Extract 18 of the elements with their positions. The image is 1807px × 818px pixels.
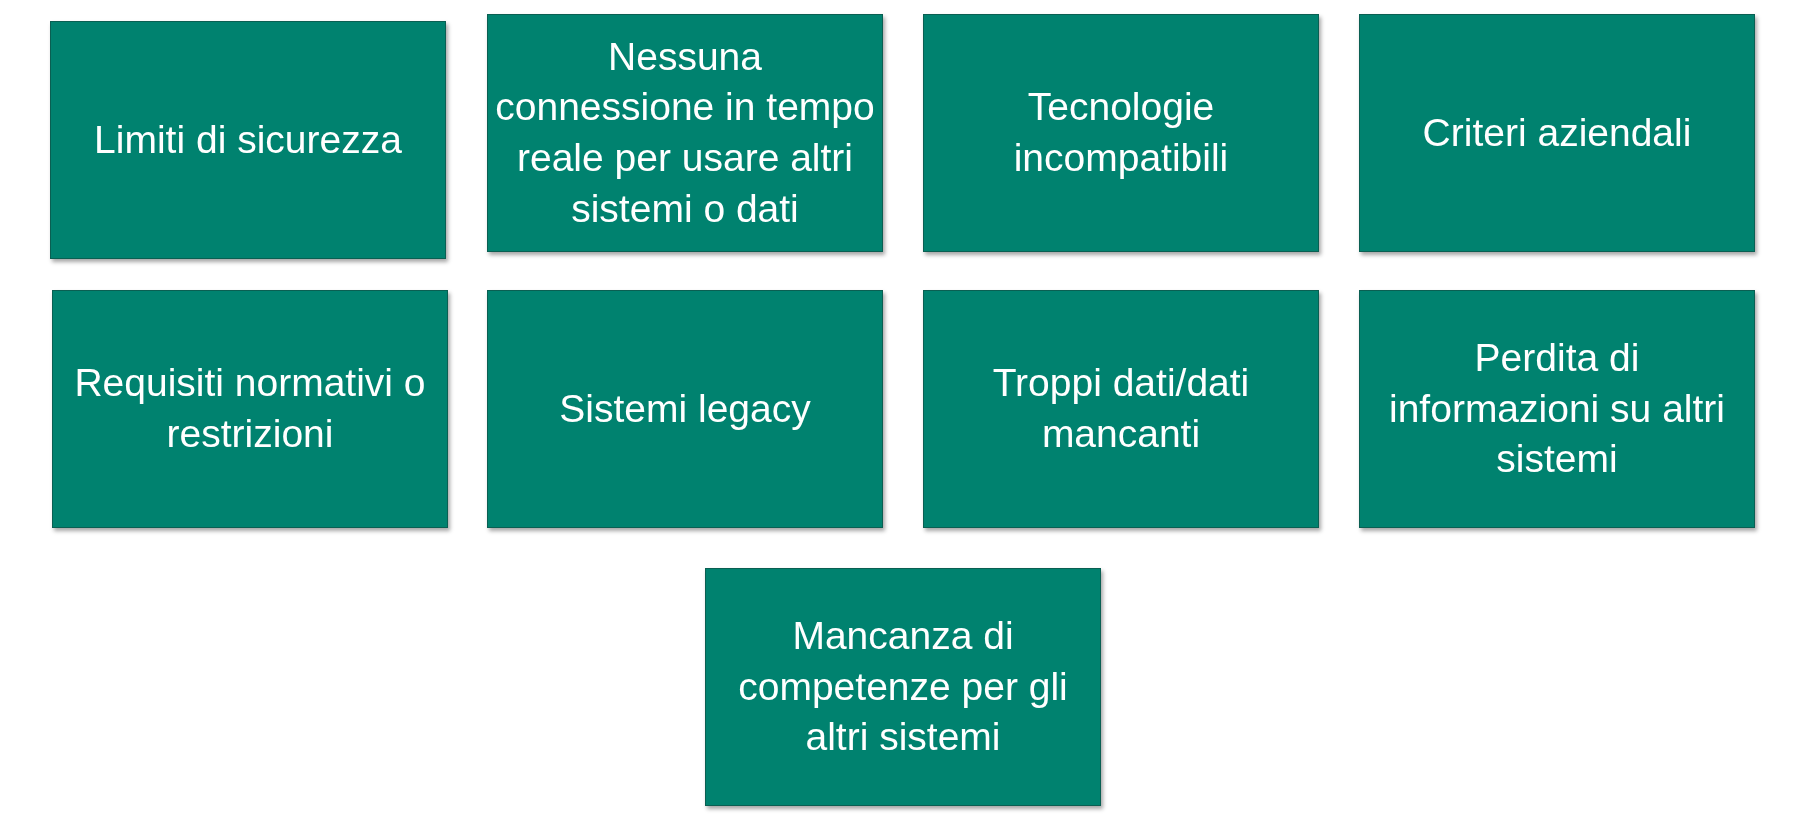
box-label: Mancanza di competenze per gli altri sistemi (737, 612, 1069, 761)
category-box (705, 568, 1101, 806)
category-box (487, 290, 883, 528)
category-box (487, 14, 883, 252)
category-box (923, 14, 1319, 252)
box-label: Requisiti normativi o restrizioni (73, 360, 427, 457)
box-label: Perdita di informazioni su altri sistemi (1388, 334, 1726, 483)
box-label: Limiti di sicurezza (94, 116, 402, 163)
category-box (52, 290, 448, 528)
box-label: Nessuna connessione in tempo reale per usare altri sistemi o dati (494, 33, 876, 232)
box-label: Criteri aziendali (1422, 109, 1692, 156)
box-label: Troppi dati/dati mancanti (991, 360, 1251, 457)
box-label: Tecnologie incompatibili (1012, 84, 1230, 181)
category-box (1359, 14, 1755, 252)
category-box (1359, 290, 1755, 528)
box-label: Sistemi legacy (559, 385, 811, 432)
category-box (50, 21, 446, 259)
category-box (923, 290, 1319, 528)
